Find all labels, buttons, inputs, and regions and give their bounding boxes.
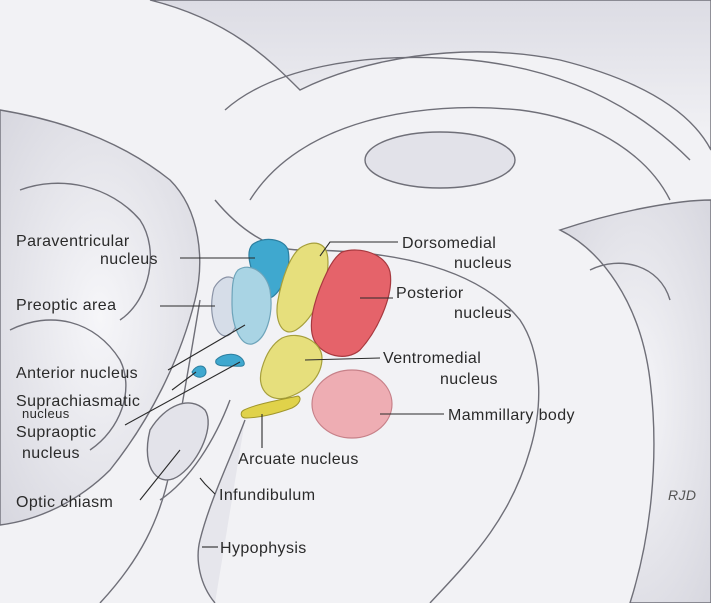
leader-lines	[124, 241, 444, 548]
label-paraventricular-2: nucleus	[100, 251, 158, 268]
label-ventromedial-1: Ventromedial	[383, 350, 481, 367]
label-mammillary-body: Mammillary body	[448, 407, 575, 424]
label-supraoptic-1: Supraoptic	[16, 424, 97, 441]
labels: Paraventricular nucleus Preoptic area An…	[16, 233, 696, 557]
artist-signature: RJD	[668, 487, 696, 503]
label-paraventricular-1: Paraventricular	[16, 233, 130, 250]
label-preoptic-area: Preoptic area	[16, 297, 116, 314]
suprachiasmatic-nucleus-shape	[191, 365, 207, 378]
mammillary-body-shape	[311, 369, 393, 439]
label-arcuate-nucleus: Arcuate nucleus	[238, 451, 359, 468]
label-posterior-1: Posterior	[396, 285, 464, 302]
label-ventromedial-2: nucleus	[440, 371, 498, 388]
label-anterior-nucleus: Anterior nucleus	[16, 365, 138, 382]
label-infundibulum: Infundibulum	[219, 487, 315, 504]
ventromedial-nucleus-shape	[259, 334, 323, 400]
label-suprachiasmatic-1: Suprachiasmatic	[16, 393, 140, 410]
posterior-nucleus-shape	[310, 249, 392, 357]
label-dorsomedial-1: Dorsomedial	[402, 235, 496, 252]
anterior-nucleus-shape	[231, 266, 272, 345]
nuclei	[191, 238, 393, 439]
label-suprachiasmatic-2: nucleus	[22, 406, 70, 421]
label-optic-chiasm: Optic chiasm	[16, 494, 113, 511]
label-posterior-2: nucleus	[454, 305, 512, 322]
label-dorsomedial-2: nucleus	[454, 255, 512, 272]
arcuate-nucleus-shape	[240, 395, 301, 419]
label-hypophysis: Hypophysis	[220, 540, 307, 557]
label-supraoptic-2: nucleus	[22, 445, 80, 462]
